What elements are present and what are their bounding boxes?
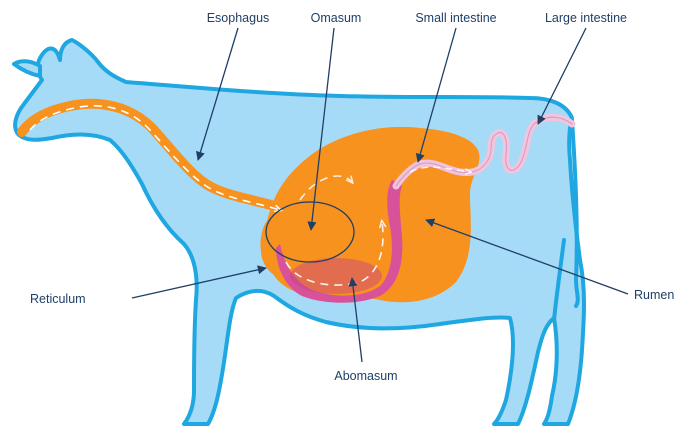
rumen-label: Rumen <box>634 288 674 302</box>
large-intestine-label: Large intestine <box>545 11 627 25</box>
reticulum-label: Reticulum <box>30 292 86 306</box>
omasum-label: Omasum <box>311 11 362 25</box>
small-intestine-label: Small intestine <box>415 11 496 25</box>
esophagus-label: Esophagus <box>207 11 270 25</box>
cow-ear <box>14 61 40 76</box>
abomasum-shading <box>290 258 382 294</box>
abomasum-label: Abomasum <box>334 369 397 383</box>
